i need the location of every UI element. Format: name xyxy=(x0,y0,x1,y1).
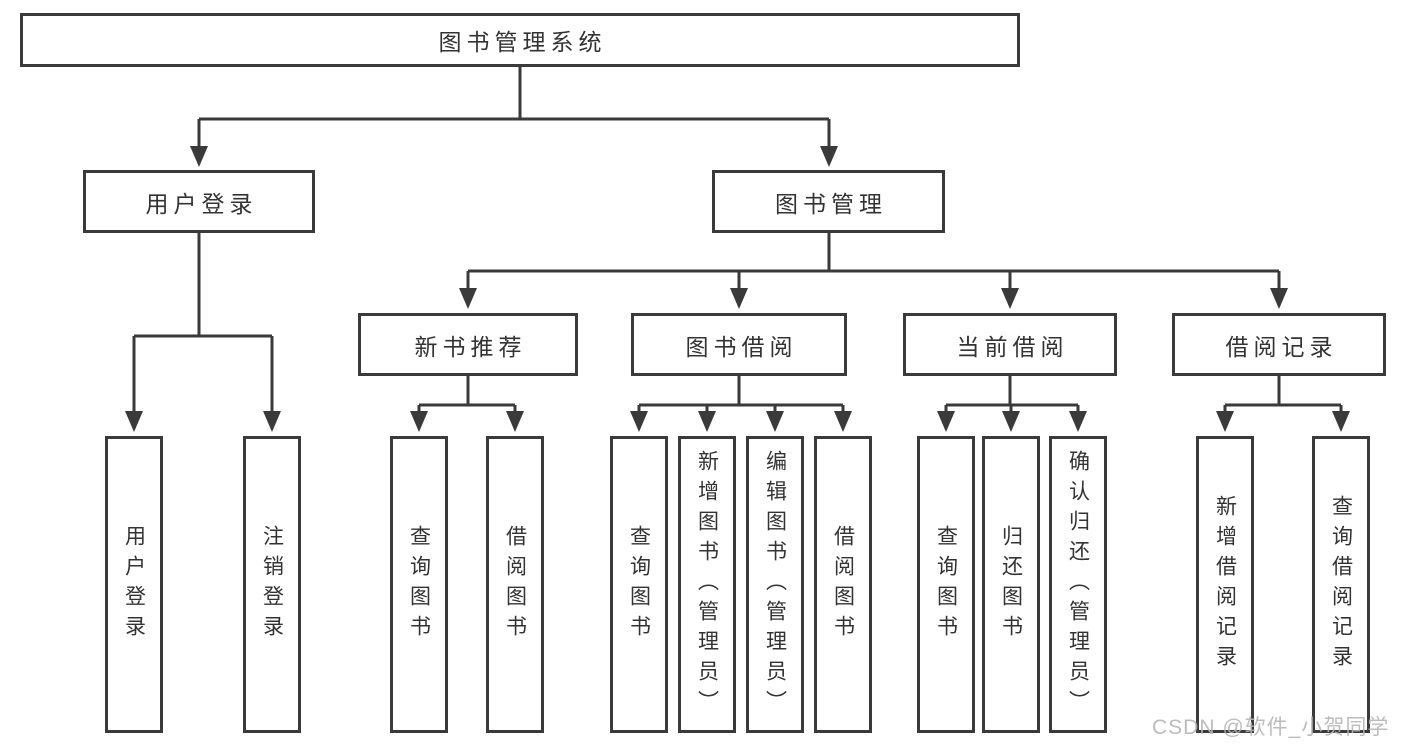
node-current-borrowing: 当前借阅 xyxy=(903,313,1117,376)
node-new-book-recommend-label: 新书推荐 xyxy=(414,333,527,360)
node-borrowing-records: 借阅记录 xyxy=(1172,313,1386,376)
leaf-borrow-books-borrowing: 借阅图书 xyxy=(814,436,872,733)
leaf-add-book-admin: 新增图书（管理员） xyxy=(678,436,736,733)
node-library-system: 图书管理系统 xyxy=(20,13,1020,67)
node-book-management: 图书管理 xyxy=(712,170,945,233)
leaf-query-borrow-record-label: 查询借阅记录 xyxy=(1329,494,1353,675)
leaf-add-book-admin-label: 新增图书（管理员） xyxy=(695,449,719,720)
leaf-query-borrow-record: 查询借阅记录 xyxy=(1312,436,1370,733)
leaf-borrow-books-borrowing-label: 借阅图书 xyxy=(831,524,855,645)
leaf-user-login-label: 用户登录 xyxy=(122,524,146,645)
leaf-query-books-current: 查询图书 xyxy=(917,436,975,733)
leaf-return-books-label: 归还图书 xyxy=(999,524,1023,645)
leaf-user-login: 用户登录 xyxy=(105,436,163,733)
node-borrowing-records-label: 借阅记录 xyxy=(1225,333,1338,360)
leaf-logout: 注销登录 xyxy=(243,436,301,733)
leaf-confirm-return-admin-label: 确认归还（管理员） xyxy=(1066,449,1090,720)
node-current-borrowing-label: 当前借阅 xyxy=(956,333,1069,360)
leaf-query-books-recommend-label: 查询图书 xyxy=(407,524,431,645)
leaf-return-books: 归还图书 xyxy=(982,436,1040,733)
leaf-edit-book-admin: 编辑图书（管理员） xyxy=(746,436,804,733)
leaf-query-books-recommend: 查询图书 xyxy=(390,436,448,733)
leaf-query-books-current-label: 查询图书 xyxy=(934,524,958,645)
node-user-login: 用户登录 xyxy=(83,170,315,233)
node-book-borrowing-label: 图书借阅 xyxy=(685,333,798,360)
node-new-book-recommend: 新书推荐 xyxy=(358,313,578,376)
leaf-edit-book-admin-label: 编辑图书（管理员） xyxy=(763,449,787,720)
leaf-borrow-books-recommend: 借阅图书 xyxy=(486,436,544,733)
leaf-confirm-return-admin: 确认归还（管理员） xyxy=(1049,436,1107,733)
leaf-add-borrow-record: 新增借阅记录 xyxy=(1196,436,1254,733)
csdn-watermark: CSDN @软件_小贺同学 xyxy=(1152,716,1390,739)
node-user-login-label: 用户登录 xyxy=(145,190,258,217)
node-book-management-label: 图书管理 xyxy=(775,190,887,217)
leaf-query-books-borrowing-label: 查询图书 xyxy=(627,524,651,645)
leaf-borrow-books-recommend-label: 借阅图书 xyxy=(503,524,527,645)
node-library-system-label: 图书管理系统 xyxy=(438,29,607,55)
leaf-query-books-borrowing: 查询图书 xyxy=(610,436,668,733)
leaf-logout-label: 注销登录 xyxy=(260,524,284,645)
node-book-borrowing: 图书借阅 xyxy=(631,313,847,376)
leaf-add-borrow-record-label: 新增借阅记录 xyxy=(1213,494,1237,675)
